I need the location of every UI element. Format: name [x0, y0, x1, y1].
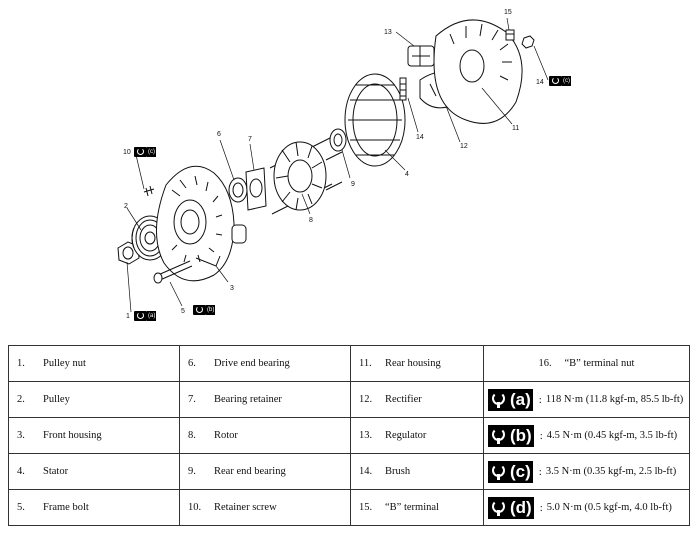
b-terminal-drawing [505, 29, 515, 41]
legend-cell: 15.“B” terminal [350, 489, 484, 526]
rear-housing-drawing [433, 19, 523, 124]
callout-10: 10 [123, 149, 131, 156]
wrench-icon: (a) [488, 388, 533, 411]
legend-cell: 11.Rear housing [350, 345, 484, 382]
callout-12: 12 [460, 143, 468, 150]
table-row: 5.Frame bolt 10.Retainer screw 15.“B” te… [8, 489, 690, 526]
legend-cell: 3.Front housing [8, 417, 180, 454]
legend-cell: 5.Frame bolt [8, 489, 180, 526]
legend-cell: 13.Regulator [350, 417, 484, 454]
callout-9: 9 [351, 181, 355, 188]
legend-cell: 8.Rotor [179, 417, 351, 454]
callout-8: 8 [309, 217, 313, 224]
callout-1: 1 [126, 313, 130, 320]
torque-badge-b: (b) [193, 305, 216, 315]
callout-3: 3 [230, 285, 234, 292]
drive-end-bearing-drawing [228, 177, 248, 203]
legend-cell-16: 16.“B” terminal nut [483, 345, 690, 382]
regulator-drawing [407, 45, 435, 67]
front-housing-drawing [156, 165, 247, 282]
callout-2: 2 [124, 203, 128, 210]
wrench-icon: (d) [488, 496, 534, 519]
callout-4: 4 [405, 171, 409, 178]
brush-drawing [399, 77, 407, 101]
rotor-drawing [269, 137, 343, 215]
legend-cell: 7.Bearing retainer [179, 381, 351, 418]
callout-13: 13 [384, 29, 392, 36]
frame-bolt-drawing [153, 260, 193, 284]
wrench-icon [549, 76, 562, 86]
parts-legend-table: 1.Pulley nut 6.Drive end bearing 11.Rear… [8, 345, 690, 526]
legend-cell: 1.Pulley nut [8, 345, 180, 382]
callout-14-nut: 14 [536, 79, 544, 86]
legend-cell: 4.Stator [8, 453, 180, 490]
callout-15: 15 [504, 9, 512, 16]
wrench-icon: (b) [488, 424, 534, 447]
bearing-retainer-drawing [245, 167, 267, 211]
torque-spec-d: (d) :5.0 N·m (0.5 kgf-m, 4.0 lb-ft) [483, 489, 690, 526]
rear-end-bearing-drawing [329, 128, 347, 152]
retainer-screw-drawing [143, 185, 155, 197]
alternator-exploded-diagram: 1 2 3 4 5 6 7 8 9 10 11 12 13 14 14 15 [117, 9, 549, 320]
wrench-icon [134, 311, 147, 321]
legend-cell: 12.Rectifier [350, 381, 484, 418]
table-row: 2.Pulley 7.Bearing retainer 12.Rectifier… [8, 381, 690, 418]
torque-badge-c-retainer: (c) [134, 147, 156, 157]
callout-11: 11 [512, 125, 519, 132]
callout-7: 7 [248, 136, 252, 143]
callout-14-brush: 14 [416, 134, 424, 141]
legend-cell: 10.Retainer screw [179, 489, 351, 526]
b-terminal-nut-drawing [521, 35, 535, 49]
legend-cell: 14.Brush [350, 453, 484, 490]
wrench-icon: (c) [488, 460, 533, 483]
stator-drawing [344, 73, 406, 167]
torque-spec-b: (b) :4.5 N·m (0.45 kgf-m, 3.5 lb-ft) [483, 417, 690, 454]
legend-cell: 9.Rear end bearing [179, 453, 351, 490]
torque-spec-a: (a) :118 N·m (11.8 kgf-m, 85.5 lb-ft) [483, 381, 690, 418]
callout-5: 5 [181, 308, 185, 315]
torque-badge-a: (a) [134, 311, 157, 321]
legend-cell: 6.Drive end bearing [179, 345, 351, 382]
legend-cell: 2.Pulley [8, 381, 180, 418]
torque-spec-c: (c) :3.5 N·m (0.35 kgf-m, 2.5 lb-ft) [483, 453, 690, 490]
torque-badge-c-terminal: (c) [549, 76, 571, 86]
table-row: 4.Stator 9.Rear end bearing 14.Brush (c)… [8, 453, 690, 490]
table-row: 1.Pulley nut 6.Drive end bearing 11.Rear… [8, 345, 690, 382]
callout-6: 6 [217, 131, 221, 138]
table-row: 3.Front housing 8.Rotor 13.Regulator (b)… [8, 417, 690, 454]
wrench-icon [134, 147, 147, 157]
wrench-icon [193, 305, 206, 315]
